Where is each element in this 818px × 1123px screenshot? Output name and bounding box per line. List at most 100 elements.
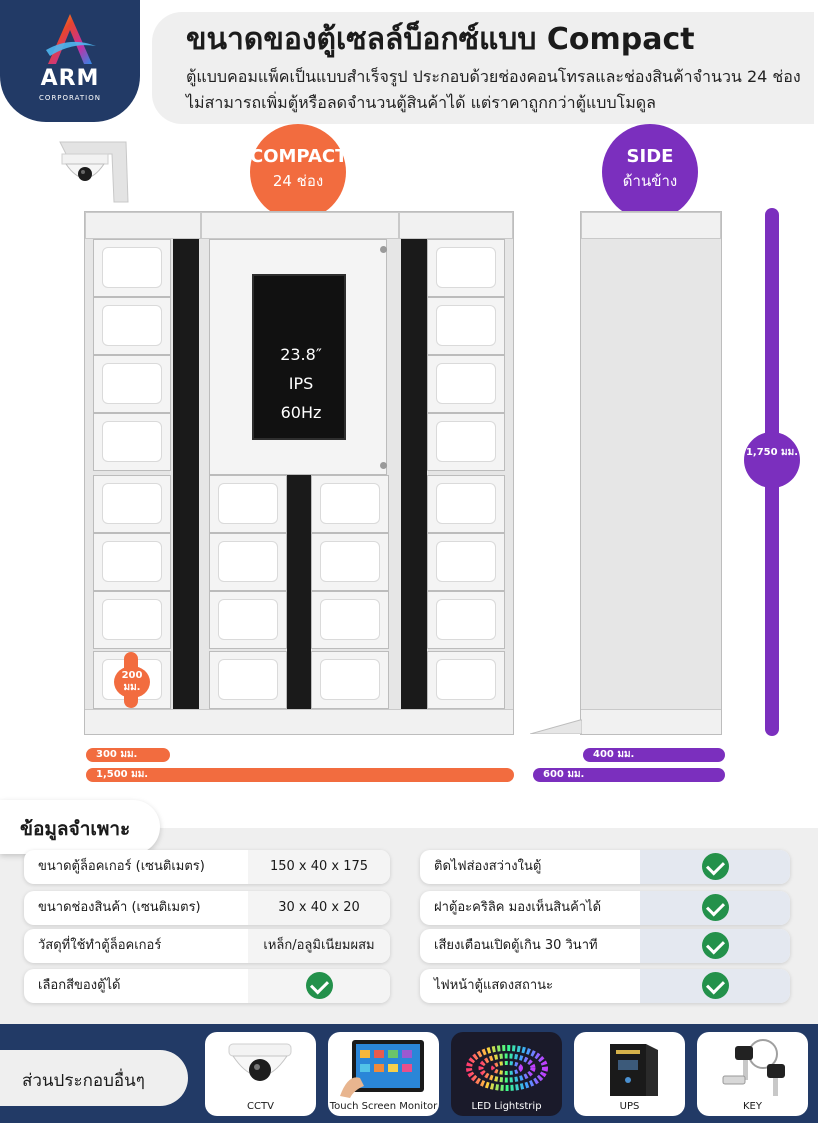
locker-door: [209, 591, 287, 649]
component-card-cctv: CCTV: [205, 1032, 316, 1116]
locker-door: [93, 297, 171, 355]
side-depth-bar: 400 มม.: [583, 748, 725, 762]
spec-label: เสียงเตือนเปิดตู้เกิน 30 วินาที: [434, 938, 598, 953]
locker-door: [93, 475, 171, 533]
spec-value: 30 x 40 x 20: [248, 891, 390, 925]
check-icon: [305, 972, 333, 999]
locker-door: [93, 239, 171, 297]
spec-row: ขนาดช่องสินค้า (เซนติเมตร) 30 x 40 x 20: [24, 891, 390, 925]
door-width-bar: 300 มม.: [86, 748, 170, 762]
side-support-foot: [530, 719, 582, 734]
touch-screen: 23.8″ IPS 60Hz: [252, 274, 346, 440]
spec-value-check: [640, 850, 790, 884]
locker-door: [93, 355, 171, 413]
page-description: ตู้แบบคอมแพ็คเป็นแบบสำเร็จรูป ประกอบด้วย…: [186, 67, 801, 112]
compact-locker-front: 23.8″ IPS 60Hz: [84, 211, 514, 735]
locker-door: [427, 591, 505, 649]
locker-door: [427, 297, 505, 355]
spec-label: ไฟหน้าตู้แสดงสถานะ: [434, 978, 554, 993]
spec-value-check: [640, 929, 790, 963]
led-strip-icon: [466, 1045, 548, 1091]
locker-side-view: [580, 211, 722, 735]
locker-door: [209, 533, 287, 591]
total-width-bar: 1,500 มม.: [86, 768, 514, 782]
spec-value-check: [248, 969, 390, 1003]
spec-row: ขนาดตู้ล็อคเกอร์ (เซนติเมตร) 150 x 40 x …: [24, 850, 390, 884]
component-label: Touch Screen Monitor: [329, 1101, 438, 1112]
screw-icon: [380, 246, 387, 253]
ups-icon: [610, 1044, 658, 1096]
locker-door: [427, 533, 505, 591]
spec-title: ข้อมูลจำเพาะ: [20, 818, 131, 840]
monitor-icon: [340, 1040, 424, 1098]
locker-door: [311, 475, 389, 533]
side-cabinet-top: [581, 212, 721, 239]
side-total-bar: 600 มม.: [533, 768, 725, 782]
spec-row: ฝาตู้อะคริลิค มองเห็นสินค้าได้: [420, 891, 790, 925]
spec-label: ขนาดตู้ล็อคเกอร์ (เซนติเมตร): [38, 859, 205, 874]
spec-row: ติดไฟส่องสว่างในตู้: [420, 850, 790, 884]
locker-door: [209, 651, 287, 709]
spec-row: เสียงเตือนเปิดตู้เกิน 30 วินาที: [420, 929, 790, 963]
side-view-badge: SIDE ด้านข้าง: [602, 124, 698, 220]
compact-view-badge: COMPACT 24 ช่อง: [250, 124, 348, 220]
dome-camera-icon: [228, 1043, 292, 1081]
cabinet-top-center: [201, 212, 399, 239]
spec-value: เหล็ก/อลูมิเนียมผสม: [248, 929, 390, 963]
screw-icon: [380, 462, 387, 469]
components-title: ส่วนประกอบอื่นๆ: [22, 1071, 145, 1091]
locker-door: [427, 355, 505, 413]
header-panel: [152, 12, 814, 124]
spec-label: วัสดุที่ใช้ทำตู้ล็อคเกอร์: [38, 938, 162, 953]
spec-tab: [0, 800, 160, 854]
compact-view-subtitle: 24 ช่อง: [272, 172, 324, 190]
cabinet-divider: [401, 239, 427, 709]
component-label: CCTV: [247, 1101, 274, 1112]
height-dimension-label: 1,750 มม.: [744, 432, 800, 488]
brand-name: ARM: [40, 66, 100, 91]
locker-door: [209, 475, 287, 533]
locker-door: [311, 533, 389, 591]
check-icon: [701, 894, 729, 921]
locker-door: [311, 591, 389, 649]
cabinet-divider: [173, 239, 199, 709]
brand-subtitle: CORPORATION: [39, 94, 101, 102]
cctv-camera-icon: [59, 141, 129, 203]
spec-value-check: [640, 969, 790, 1003]
locker-door: [93, 413, 171, 471]
check-icon: [701, 853, 729, 880]
spec-row: วัสดุที่ใช้ทำตู้ล็อคเกอร์ เหล็ก/อลูมิเนี…: [24, 929, 390, 963]
screen-spec-text: 23.8″ IPS 60Hz: [280, 345, 322, 422]
door-height-label: 200 มม.: [114, 666, 150, 698]
key-icon: [722, 1039, 785, 1096]
check-icon: [701, 932, 729, 959]
spec-value: 150 x 40 x 175: [248, 850, 390, 884]
locker-door: [427, 413, 505, 471]
check-icon: [701, 972, 729, 999]
component-label: LED Lightstrip: [471, 1101, 542, 1112]
arm-logo-icon: [46, 14, 96, 64]
spec-label: เลือกสีของตู้ได้: [38, 978, 121, 993]
component-label: KEY: [743, 1101, 762, 1112]
locker-door: [427, 651, 505, 709]
locker-door: [93, 533, 171, 591]
component-card-key: KEY: [697, 1032, 808, 1116]
compact-view-title: COMPACT: [250, 146, 348, 167]
cabinet-base: [85, 709, 513, 734]
component-label: UPS: [619, 1101, 640, 1112]
control-panel: 23.8″ IPS 60Hz: [209, 239, 387, 475]
spec-row: เลือกสีของตู้ได้: [24, 969, 390, 1003]
cabinet-top-right: [399, 212, 513, 239]
component-card-monitor: Touch Screen Monitor: [328, 1032, 439, 1116]
brand-logo: ARM CORPORATION: [0, 0, 140, 122]
spec-value-check: [640, 891, 790, 925]
spec-label: ขนาดช่องสินค้า (เซนติเมตร): [38, 900, 201, 915]
spec-label: ติดไฟส่องสว่างในตู้: [434, 859, 542, 874]
page-title: ขนาดของตู้เซลล์บ็อกซ์แบบ Compact: [186, 22, 695, 57]
side-cabinet-base: [581, 709, 721, 734]
spec-row: ไฟหน้าตู้แสดงสถานะ: [420, 969, 790, 1003]
component-card-ups: UPS: [574, 1032, 685, 1116]
side-view-subtitle: ด้านข้าง: [622, 172, 678, 190]
locker-door: [427, 475, 505, 533]
component-card-led: LED Lightstrip: [451, 1032, 562, 1116]
